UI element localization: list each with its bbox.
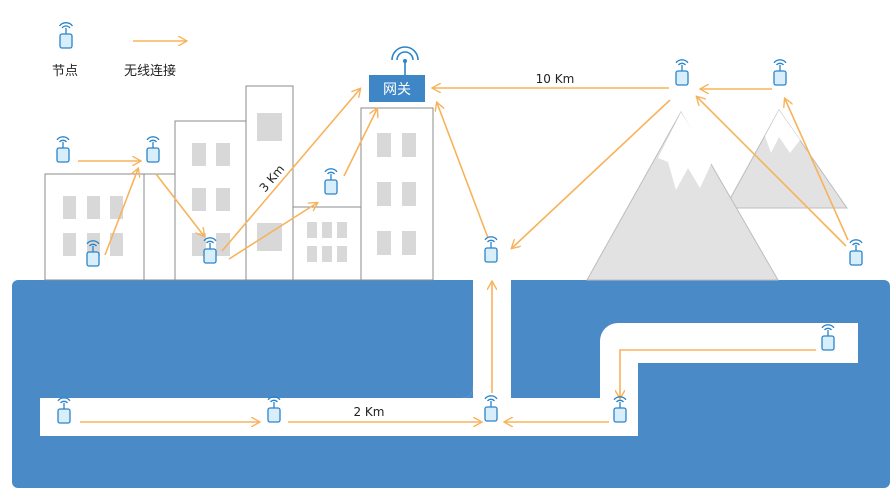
distance-label-tunnel: 2 Km: [353, 405, 384, 419]
building-windows: [63, 113, 416, 262]
mountains: [586, 109, 848, 281]
sensor-node-icon: [56, 136, 70, 163]
distance-label-mountain: 10 Km: [536, 72, 575, 86]
sensor-node-icon: [324, 168, 338, 195]
building-6: [360, 107, 434, 281]
link-arrow: [620, 349, 816, 398]
buildings: [44, 85, 434, 281]
link-arrow: [785, 99, 849, 241]
legend-link-label: 无线连接: [124, 63, 176, 79]
sensor-node-icon: [613, 396, 627, 423]
legend-node-label: 节点: [52, 64, 78, 79]
link-arrow: [155, 173, 204, 236]
gateway-label: 网关: [383, 82, 411, 98]
sensor-node-icon: [203, 237, 217, 264]
link-arrow: [343, 109, 377, 177]
link-arrow: [437, 103, 489, 239]
sensor-node-icon: [484, 236, 498, 263]
legend: 节点 无线连接: [52, 22, 176, 79]
gateway: 网关: [369, 46, 425, 102]
link-arrow: [512, 99, 671, 248]
link-arrow: [697, 97, 847, 247]
sensor-node-icon: [849, 239, 863, 266]
sensor-node-icon: [821, 324, 835, 351]
building-2: [143, 173, 176, 281]
sensor-node-icon: [675, 59, 689, 86]
link-arrow: [221, 89, 360, 252]
sensor-nodes: [56, 59, 863, 424]
ground: [12, 280, 890, 488]
sensor-node-icon: [86, 240, 100, 267]
sensor-node-icon: [773, 59, 787, 86]
sensor-node-icon: [146, 136, 160, 163]
sensor-node-icon: [267, 396, 281, 423]
link-arrow: [228, 203, 317, 260]
gateway-antenna-icon: [391, 46, 419, 75]
link-arrow: [104, 169, 138, 256]
building-3: [174, 120, 247, 281]
legend-node-icon: [58, 22, 74, 49]
building-5: [292, 206, 362, 281]
sensor-node-icon: [484, 395, 498, 422]
sensor-node-icon: [57, 397, 71, 424]
wireless-links: [78, 41, 849, 422]
